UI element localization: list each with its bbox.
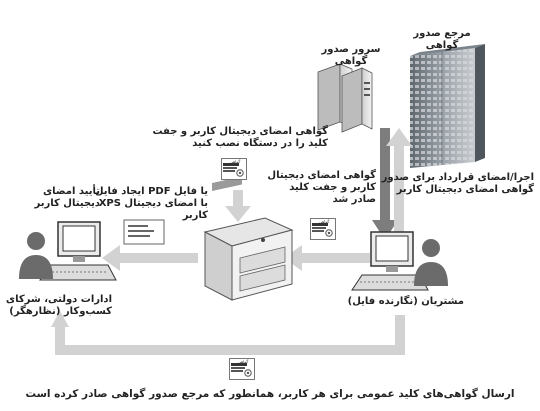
government-computer — [39, 221, 117, 281]
label-customers: مشتریان (نگارنده فایل) — [347, 296, 464, 307]
multifunction-printer — [203, 176, 294, 301]
certificate-icon-caption: گواهی — [238, 359, 249, 364]
certificate-icon-install: گواهی — [221, 158, 247, 180]
customer-computer — [351, 231, 429, 291]
certificate-icon-footer: گواهی — [229, 358, 255, 380]
customer-person-icon — [414, 239, 448, 286]
arrow-server-to-customer — [372, 128, 398, 240]
arrow-customer-to-authority — [386, 128, 412, 240]
certificate-icon-caption: گواهی — [319, 219, 330, 224]
certificate-icon-caption: گواهی — [230, 159, 241, 164]
arrow-customer-to-printer — [284, 245, 370, 271]
signed-document-icon — [123, 219, 165, 245]
arrow-printer-to-government — [102, 245, 198, 271]
certificate-server — [317, 63, 373, 133]
arrow-install-to-printer — [225, 190, 251, 222]
certificate-authority-building — [410, 44, 485, 168]
government-person-icon — [19, 232, 53, 279]
label-footer: ارسال گواهی‌های کلید عمومی برای هر کاربر… — [25, 388, 515, 400]
certificate-icon-issued: گواهی — [310, 218, 336, 240]
arrow-footer-loop — [51, 311, 405, 355]
